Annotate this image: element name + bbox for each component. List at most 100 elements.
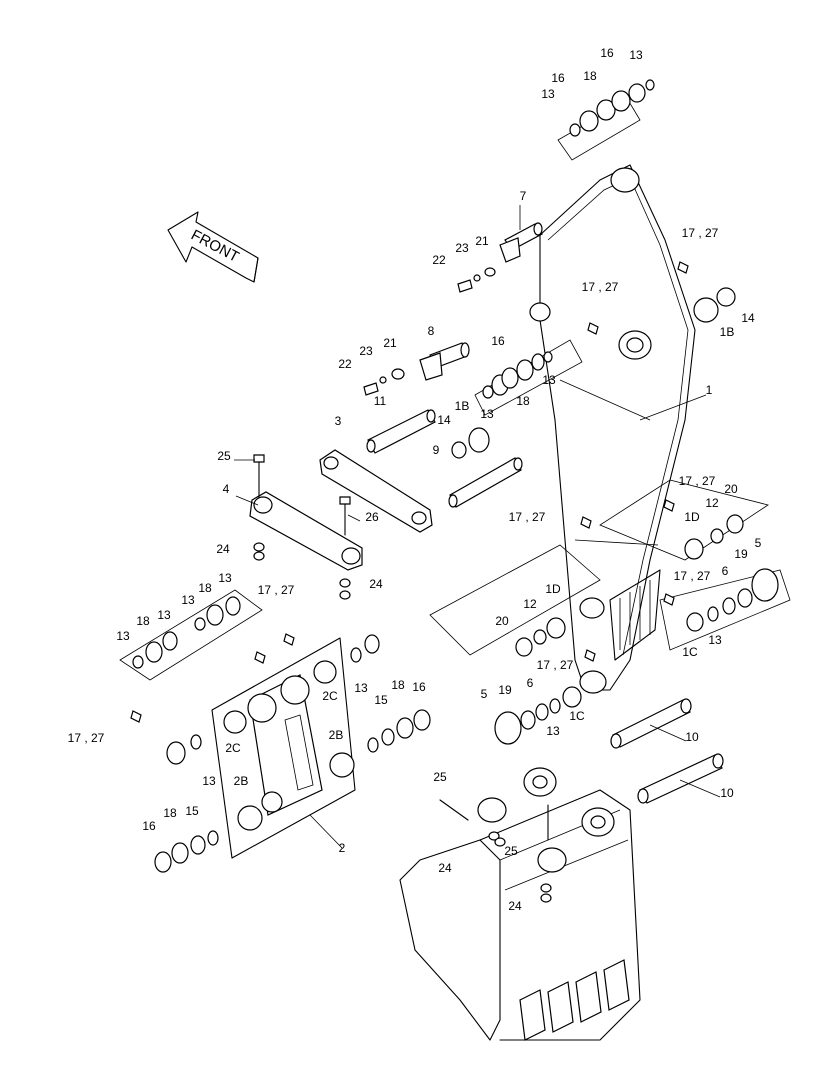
washer-21-a — [484, 267, 496, 277]
nut-24-a — [253, 542, 265, 552]
pin-10-a — [610, 698, 692, 749]
callout-c-2: 2 — [339, 841, 346, 855]
bushing-1B-b — [468, 427, 490, 453]
callout-c-13-h: 13 — [708, 633, 722, 647]
callout-c-14-b: 14 — [437, 413, 451, 427]
callout-c-15-b: 15 — [185, 804, 199, 818]
callout-c-6-a: 6 — [722, 564, 729, 578]
nut-24-d — [339, 590, 351, 600]
callout-c-23-a: 23 — [455, 241, 469, 255]
callout-c-23-b: 23 — [359, 344, 373, 358]
bushing-2C-b — [313, 660, 337, 684]
link-3 — [319, 449, 433, 533]
callout-c-25-b: 25 — [433, 770, 447, 784]
nut-24-b — [253, 551, 265, 561]
callout-c-16-top: 16 — [600, 46, 614, 60]
callout-c-1C-b: 1C — [569, 709, 585, 723]
callout-c-17-27-g: 17 , 27 — [537, 658, 574, 672]
link-2-panel — [211, 637, 356, 859]
callout-c-13-f: 13 — [157, 608, 171, 622]
callout-c-18-c: 18 — [198, 581, 212, 595]
right-lower-rings — [686, 568, 779, 632]
callout-c-24-d: 24 — [508, 899, 522, 913]
washer-21-b — [391, 368, 405, 380]
callout-c-17-27-b: 17 , 27 — [582, 280, 619, 294]
callout-c-14-a: 14 — [741, 311, 755, 325]
callout-c-3: 3 — [335, 414, 342, 428]
callout-c-18-top: 18 — [583, 69, 597, 83]
callout-c-18-e: 18 — [391, 678, 405, 692]
callout-c-26: 26 — [365, 510, 379, 524]
callout-c-18-d: 18 — [136, 614, 150, 628]
left-upper-rings — [132, 596, 241, 669]
callout-c-4: 4 — [223, 482, 230, 496]
bolt-head-26 — [339, 496, 351, 505]
callout-c-13-j: 13 — [546, 724, 560, 738]
callout-c-19-a: 19 — [734, 547, 748, 561]
callout-c-8: 8 — [428, 324, 435, 338]
callout-c-1D-a: 1D — [684, 510, 700, 524]
callout-c-17-27-d: 17 , 27 — [509, 510, 546, 524]
callout-c-13-top2: 13 — [541, 87, 555, 101]
callout-c-13-c: 13 — [480, 407, 494, 421]
mid-seal-rings — [482, 351, 553, 399]
center-right-rings — [350, 634, 431, 753]
callout-c-21-a: 21 — [475, 234, 489, 248]
callout-c-2B-b: 2B — [234, 774, 249, 788]
callout-c-25-a: 25 — [217, 449, 231, 463]
callout-c-18-f: 18 — [163, 806, 177, 820]
right-upper-bracket — [599, 479, 769, 561]
link-2 — [247, 674, 323, 816]
nut-24-g — [540, 883, 552, 893]
left-upper-bracket — [119, 589, 263, 681]
callout-c-1: 1 — [706, 383, 713, 397]
callout-c-13-i: 13 — [354, 681, 368, 695]
callout-c-24-c: 24 — [438, 861, 452, 875]
pin-9 — [448, 457, 523, 508]
callout-c-20-b: 20 — [495, 614, 509, 628]
callout-c-17-27-a: 17 , 27 — [682, 226, 719, 240]
callout-c-15-a: 15 — [374, 693, 388, 707]
callout-c-13-e: 13 — [181, 593, 195, 607]
bushing-2B-a — [329, 752, 355, 778]
bushing-2C-a — [223, 710, 247, 734]
callout-c-22-a: 22 — [432, 253, 446, 267]
washer-23-b — [379, 376, 387, 384]
callout-c-13-b: 13 — [542, 373, 556, 387]
left-mid-rings — [515, 617, 566, 657]
arm-body — [529, 164, 696, 694]
callout-c-17-27-h: 17 , 27 — [68, 731, 105, 745]
bushing-1B-a — [693, 297, 719, 323]
callout-c-22-b: 22 — [338, 357, 352, 371]
callout-c-12-b: 12 — [523, 597, 537, 611]
callout-c-16-d: 16 — [142, 819, 156, 833]
bushing-2B-b — [237, 805, 263, 831]
pin-10-b — [637, 753, 724, 804]
callout-c-18-b: 18 — [516, 394, 530, 408]
callout-c-9: 9 — [433, 443, 440, 457]
bolt-25-b — [439, 799, 469, 821]
callout-c-25-c: 25 — [504, 844, 518, 858]
callout-c-20-a: 20 — [724, 482, 738, 496]
lower-center-rings — [494, 686, 582, 745]
callout-c-6-b: 6 — [527, 676, 534, 690]
callout-c-2B-a: 2B — [329, 728, 344, 742]
callout-c-17-27-c: 17 , 27 — [679, 474, 716, 488]
callout-c-10-b: 10 — [720, 786, 734, 800]
right-upper-rings — [684, 514, 744, 560]
link-4 — [249, 491, 363, 571]
callout-c-13-k: 13 — [202, 774, 216, 788]
callout-c-12-a: 12 — [705, 496, 719, 510]
callout-c-16-b: 16 — [491, 334, 505, 348]
callout-c-11: 11 — [374, 394, 387, 408]
callout-c-1B-a: 1B — [720, 325, 735, 339]
nut-24-c — [339, 578, 351, 588]
washer-14-a — [716, 287, 736, 307]
bolt-head-25-a — [253, 454, 265, 463]
callout-c-16-c: 16 — [412, 680, 426, 694]
grease-fitting-icons — [130, 261, 689, 723]
callout-c-5-a: 5 — [755, 536, 762, 550]
callout-c-16-top2: 16 — [551, 71, 565, 85]
callout-c-1C-a: 1C — [682, 645, 698, 659]
